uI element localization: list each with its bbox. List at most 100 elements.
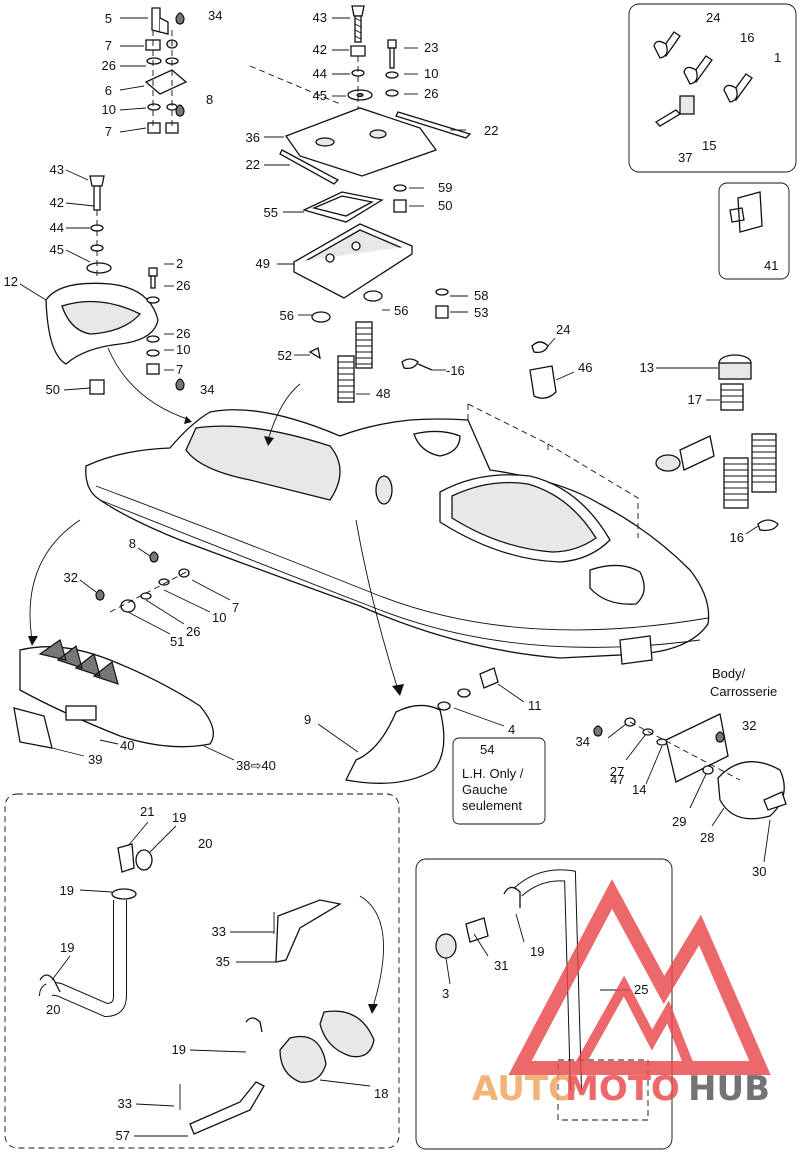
callout-22: 22 [484, 123, 498, 138]
callout-31: 31 [494, 958, 508, 973]
nut-53 [435, 305, 449, 319]
loctite-drop-34b [175, 378, 185, 391]
nut-50b [89, 379, 105, 395]
hull-dash-lines [467, 403, 639, 538]
callout-48: 48 [376, 386, 390, 401]
loctite-32b [715, 731, 725, 743]
note-body-line1: Body/ [712, 666, 746, 681]
callout-19: 19 [172, 810, 186, 825]
callout-37: 37 [678, 150, 692, 165]
callout-42: 42 [313, 42, 327, 57]
seat-plate [284, 107, 438, 177]
callout-44: 44 [313, 66, 327, 81]
callout-19: 19 [172, 1042, 186, 1057]
callout-10: 10 [212, 610, 226, 625]
callout-32: 32 [742, 718, 756, 733]
callout-45: 45 [50, 242, 64, 257]
callout-10: 10 [424, 66, 438, 81]
callout-34: 34 [576, 734, 590, 749]
callout-44: 44 [50, 220, 64, 235]
notes: Body/ Carrosserie L.H. Only / Gauche seu… [462, 666, 777, 813]
callout-22: 22 [246, 157, 260, 172]
callout-1: 1 [774, 50, 781, 65]
callout-16: 16 [730, 530, 744, 545]
callout-50: 50 [46, 382, 60, 397]
callout-labels: 5 34 7 26 6 10 8 7 43 42 44 45 23 10 26 … [4, 8, 782, 1143]
loctite-32a [95, 589, 105, 601]
callout-42: 42 [50, 195, 64, 210]
callout-33: 33 [212, 924, 226, 939]
callout-34: 34 [208, 8, 222, 23]
callout-19: 19 [60, 940, 74, 955]
leader-lines [19, 17, 771, 1137]
callout-26: 26 [176, 278, 190, 293]
callout-14: 14 [632, 782, 646, 797]
callout-15: 15 [702, 138, 716, 153]
grommet-56-right [363, 290, 383, 302]
callout-3: 3 [442, 986, 449, 1001]
loctite-8b [149, 551, 159, 563]
callout-7: 7 [176, 362, 183, 377]
callout-16: 16 [740, 30, 754, 45]
inset-box-clip [718, 182, 790, 280]
note-lh-line3: seulement [462, 798, 522, 813]
callout-50: 50 [438, 198, 452, 213]
pin-52 [308, 347, 321, 360]
callout-28: 28 [700, 830, 714, 845]
callout-26: 26 [424, 86, 438, 101]
callout-53: 53 [474, 305, 488, 320]
callout-24: 24 [706, 10, 720, 25]
fill-neck-assembly [655, 354, 777, 509]
clip-41 [729, 191, 763, 233]
callout-8: 8 [129, 536, 136, 551]
callout-38-40: 38⇨40 [236, 758, 276, 773]
callout-8: 8 [206, 92, 213, 107]
callout-29: 29 [672, 814, 686, 829]
inset-box-clamps [628, 3, 797, 173]
cover-28 [717, 761, 785, 820]
clamps-group [653, 31, 753, 127]
clamp-16-small [401, 358, 433, 371]
callout-54: 54 [480, 742, 494, 757]
fitting-46 [529, 365, 557, 399]
callout-39: 39 [88, 752, 102, 767]
callout-7: 7 [105, 38, 112, 53]
callout-5: 5 [105, 11, 112, 26]
callout-45: 45 [313, 88, 327, 103]
washer-58 [435, 288, 449, 296]
callout-55: 55 [264, 205, 278, 220]
callout-41: 41 [764, 258, 778, 273]
callout-26: 26 [102, 58, 116, 73]
grommet-56-left [311, 311, 331, 323]
loctite-34c [593, 725, 603, 737]
callout-21: 21 [140, 804, 154, 819]
callout-25: 25 [634, 982, 648, 997]
callout-30: 30 [752, 864, 766, 879]
hose-assembly [39, 843, 375, 1135]
callout-18: 18 [374, 1086, 388, 1101]
callout-23: 23 [424, 40, 438, 55]
screw-11 [479, 667, 499, 689]
clamp-16c [757, 519, 779, 532]
callout-33: 33 [118, 1096, 132, 1111]
callout-26: 26 [186, 624, 200, 639]
callout-20: 20 [198, 836, 212, 851]
vent-tube-assembly [435, 869, 649, 1121]
callout-10: 10 [102, 102, 116, 117]
hinge-hardware-stack [144, 7, 188, 134]
callout-19: 19 [530, 944, 544, 959]
callout-4: 4 [508, 722, 515, 737]
callout-12: 12 [4, 274, 18, 289]
callout-56: 56 [394, 303, 408, 318]
callout-56: 56 [280, 308, 294, 323]
callout-13: 13 [640, 360, 654, 375]
deflector-9 [345, 704, 445, 784]
assembly-arrows [28, 65, 404, 1014]
watermark-triangle [508, 879, 771, 1075]
callout-7: 7 [232, 600, 239, 615]
callout-6: 6 [105, 83, 112, 98]
note-lh-line2: Gauche [462, 782, 508, 797]
note-lh-line1: L.H. Only / [462, 766, 524, 781]
inset-box-vent [415, 858, 673, 1150]
